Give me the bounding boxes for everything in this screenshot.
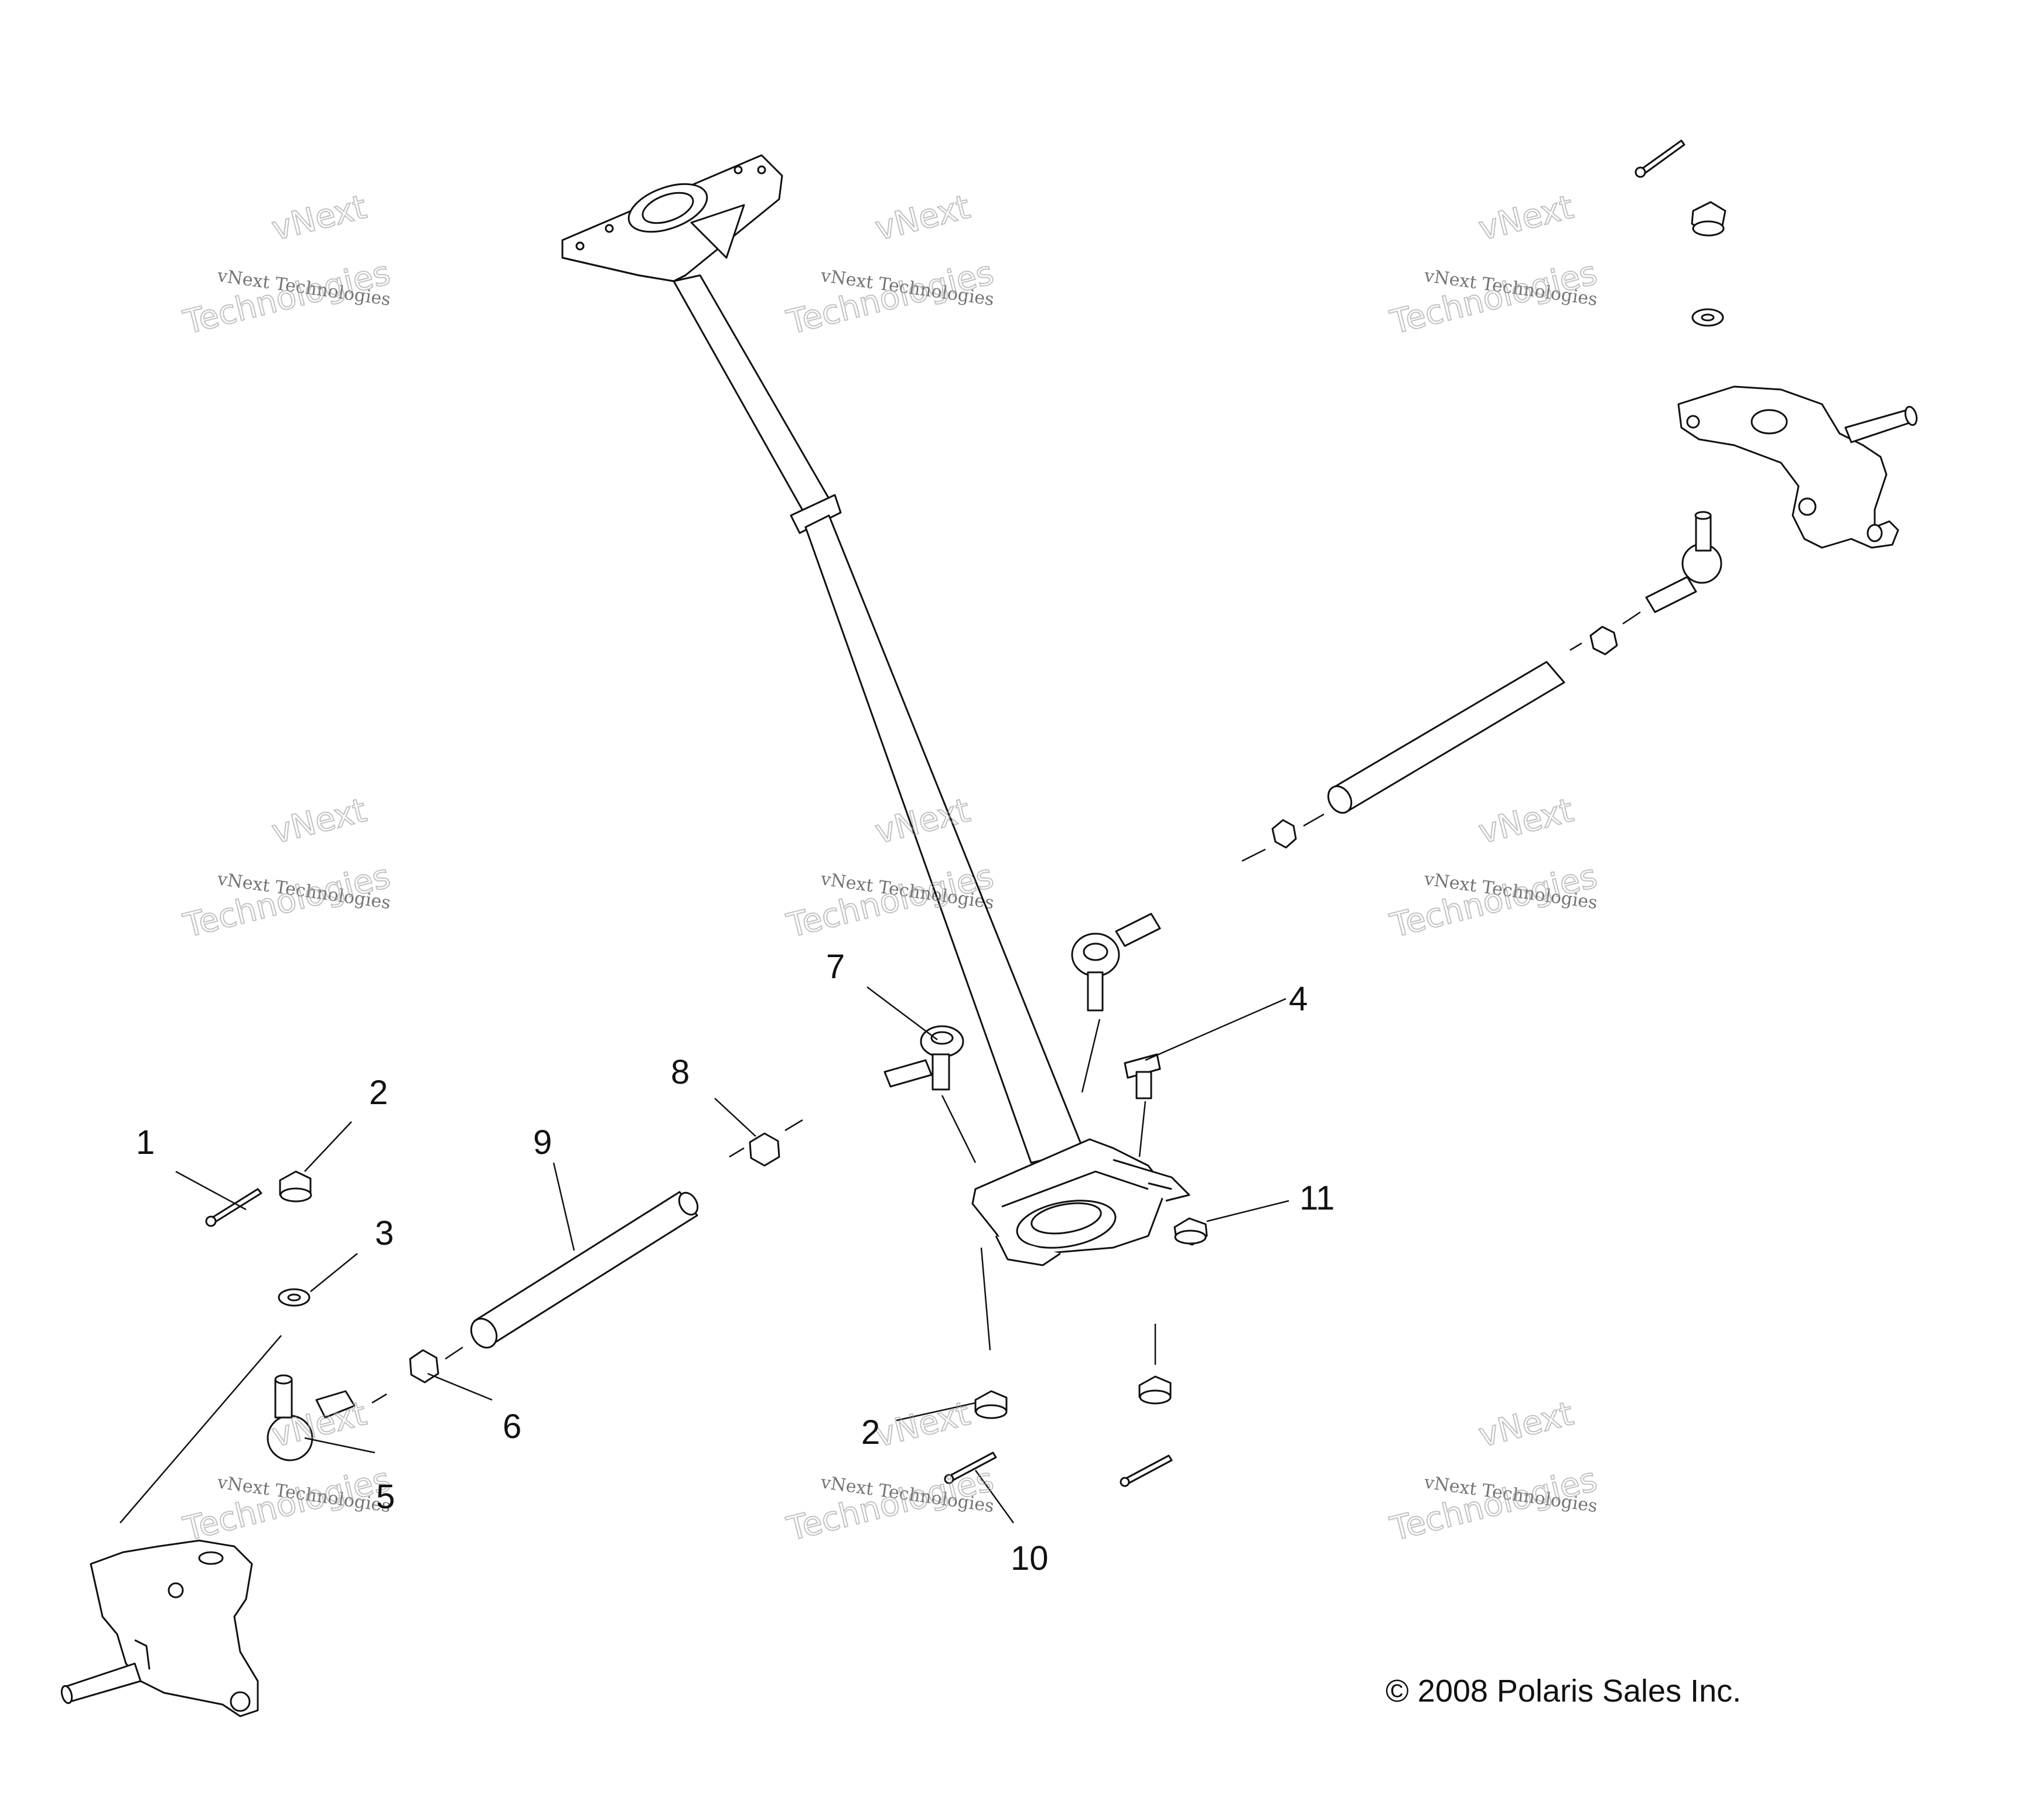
watermark: vNext vNext Technologies Technologies (1386, 791, 1602, 946)
right-tie-rod-assembly (1271, 139, 1726, 849)
svg-text:Technologies: Technologies (180, 857, 394, 945)
watermark-layer: vNext vNext Technologies Technologies vN… (179, 187, 1602, 1549)
callout-6: 6 (503, 1408, 521, 1446)
callout-7: 7 (826, 948, 845, 986)
callout-2-lower: 2 (861, 1413, 880, 1451)
callout-5: 5 (376, 1478, 395, 1516)
left-tie-rod-assembly (205, 1132, 780, 1461)
copyright-notice: © 2008 Polaris Sales Inc. (1386, 1673, 1741, 1709)
callout-8: 8 (671, 1053, 690, 1091)
watermark: vNext vNext Technologies Technologies (1386, 187, 1602, 343)
svg-text:vNext: vNext (872, 1395, 974, 1455)
svg-text:Technologies: Technologies (783, 1460, 998, 1548)
svg-text:Technologies: Technologies (180, 254, 394, 341)
watermark: vNext vNext Technologies Technologies (783, 187, 998, 343)
callout-1: 1 (136, 1123, 155, 1162)
steering-post (561, 154, 1190, 1266)
svg-text:Technologies: Technologies (180, 1460, 394, 1548)
callout-9: 9 (533, 1123, 552, 1162)
watermark: vNext vNext Technologies Technologies (179, 1394, 395, 1549)
svg-text:vNext: vNext (1475, 1395, 1577, 1455)
watermark: vNext vNext Technologies Technologies (179, 187, 395, 343)
svg-text:Technologies: Technologies (1387, 857, 1601, 945)
svg-text:Technologies: Technologies (783, 254, 998, 341)
svg-text:Technologies: Technologies (1387, 1460, 1601, 1548)
svg-text:vNext: vNext (1475, 188, 1577, 248)
callout-3: 3 (375, 1214, 394, 1252)
svg-text:vNext: vNext (268, 791, 370, 852)
left-spindle (60, 1539, 259, 1717)
callout-11: 11 (1299, 1179, 1335, 1217)
callout-4: 4 (1289, 980, 1308, 1018)
callout-2-upper: 2 (369, 1074, 388, 1112)
watermark: vNext vNext Technologies Technologies (179, 791, 395, 946)
svg-text:vNext: vNext (872, 188, 974, 248)
callout-10: 10 (1011, 1539, 1049, 1577)
leader-lines (120, 611, 1641, 1524)
center-fasteners (883, 913, 1208, 1487)
right-spindle (1677, 385, 1918, 549)
watermark: vNext vNext Technologies Technologies (783, 1394, 998, 1549)
watermark: vNext vNext Technologies Technologies (1386, 1394, 1602, 1549)
svg-text:vNext: vNext (1475, 791, 1577, 852)
callout-labels: 1 2 3 4 5 6 7 8 9 10 11 2 (136, 948, 1335, 1577)
svg-text:Technologies: Technologies (1387, 254, 1601, 341)
svg-text:vNext: vNext (268, 188, 370, 248)
